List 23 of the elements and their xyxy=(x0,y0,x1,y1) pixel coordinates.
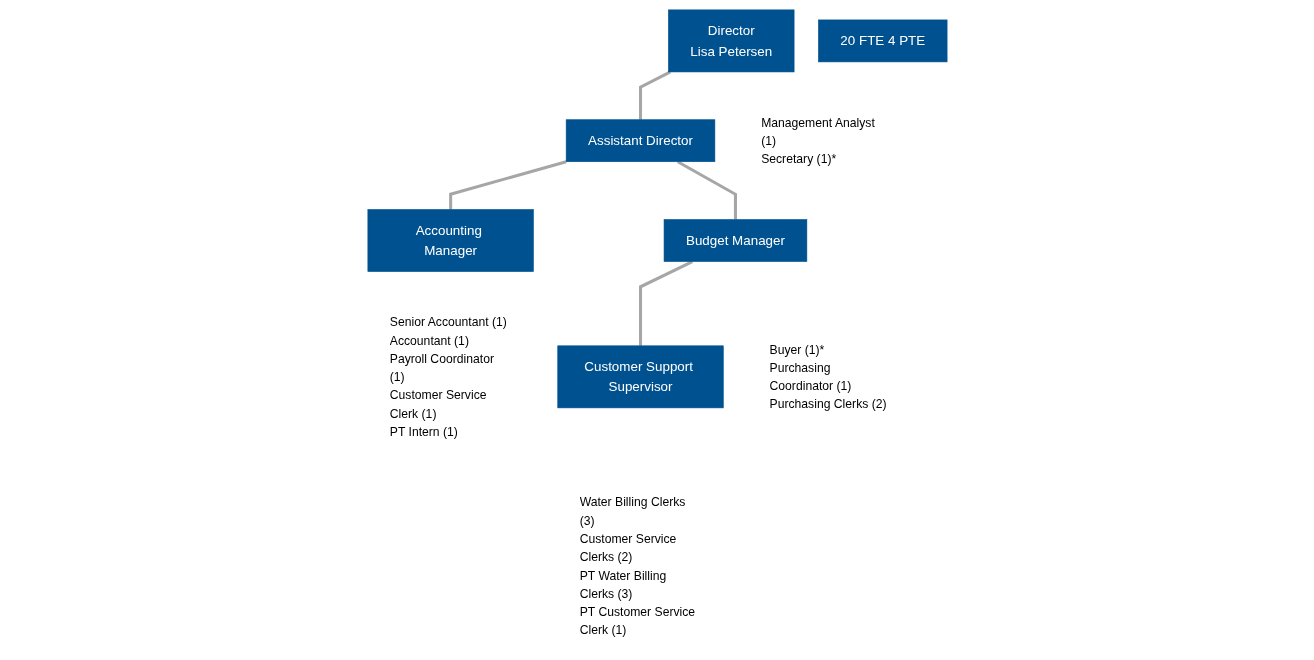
node-label: Purchasing Coordinator (1) xyxy=(769,361,851,393)
node-label: Customer Service Clerks (2) xyxy=(579,532,676,564)
node-label: Water Billing Clerks (3) xyxy=(579,495,685,528)
node-box: Assistant Director xyxy=(565,119,715,163)
node-label: Payroll Coordinator (1) xyxy=(389,351,494,384)
node-box: Director Lisa Petersen xyxy=(667,9,794,73)
node-label: Purchasing Clerks (2) xyxy=(769,397,887,411)
connector xyxy=(638,260,693,346)
connector xyxy=(676,160,737,220)
node-label: Buyer (1)* xyxy=(769,342,824,357)
node-box: 20 FTE 4 PTE xyxy=(817,19,947,63)
node-box: Budget Manager xyxy=(663,219,807,262)
node-label: Management Analyst (1) xyxy=(760,115,875,148)
node-box: Customer Support Supervisor xyxy=(556,345,724,409)
node-label: PT Water Billing Clerks (3) xyxy=(579,568,666,601)
connector xyxy=(448,160,567,210)
node-label: Accountant (1) xyxy=(389,333,469,348)
node-label: Senior Accountant (1) xyxy=(389,315,507,329)
node-box: Accounting Manager xyxy=(367,209,534,272)
node-label: Customer Service Clerk (1) xyxy=(389,388,487,421)
node-label: Secretary (1)* xyxy=(760,152,836,166)
node-label: PT Customer Service Clerk (1) xyxy=(579,605,695,637)
node-label: PT Intern (1) xyxy=(389,424,458,439)
